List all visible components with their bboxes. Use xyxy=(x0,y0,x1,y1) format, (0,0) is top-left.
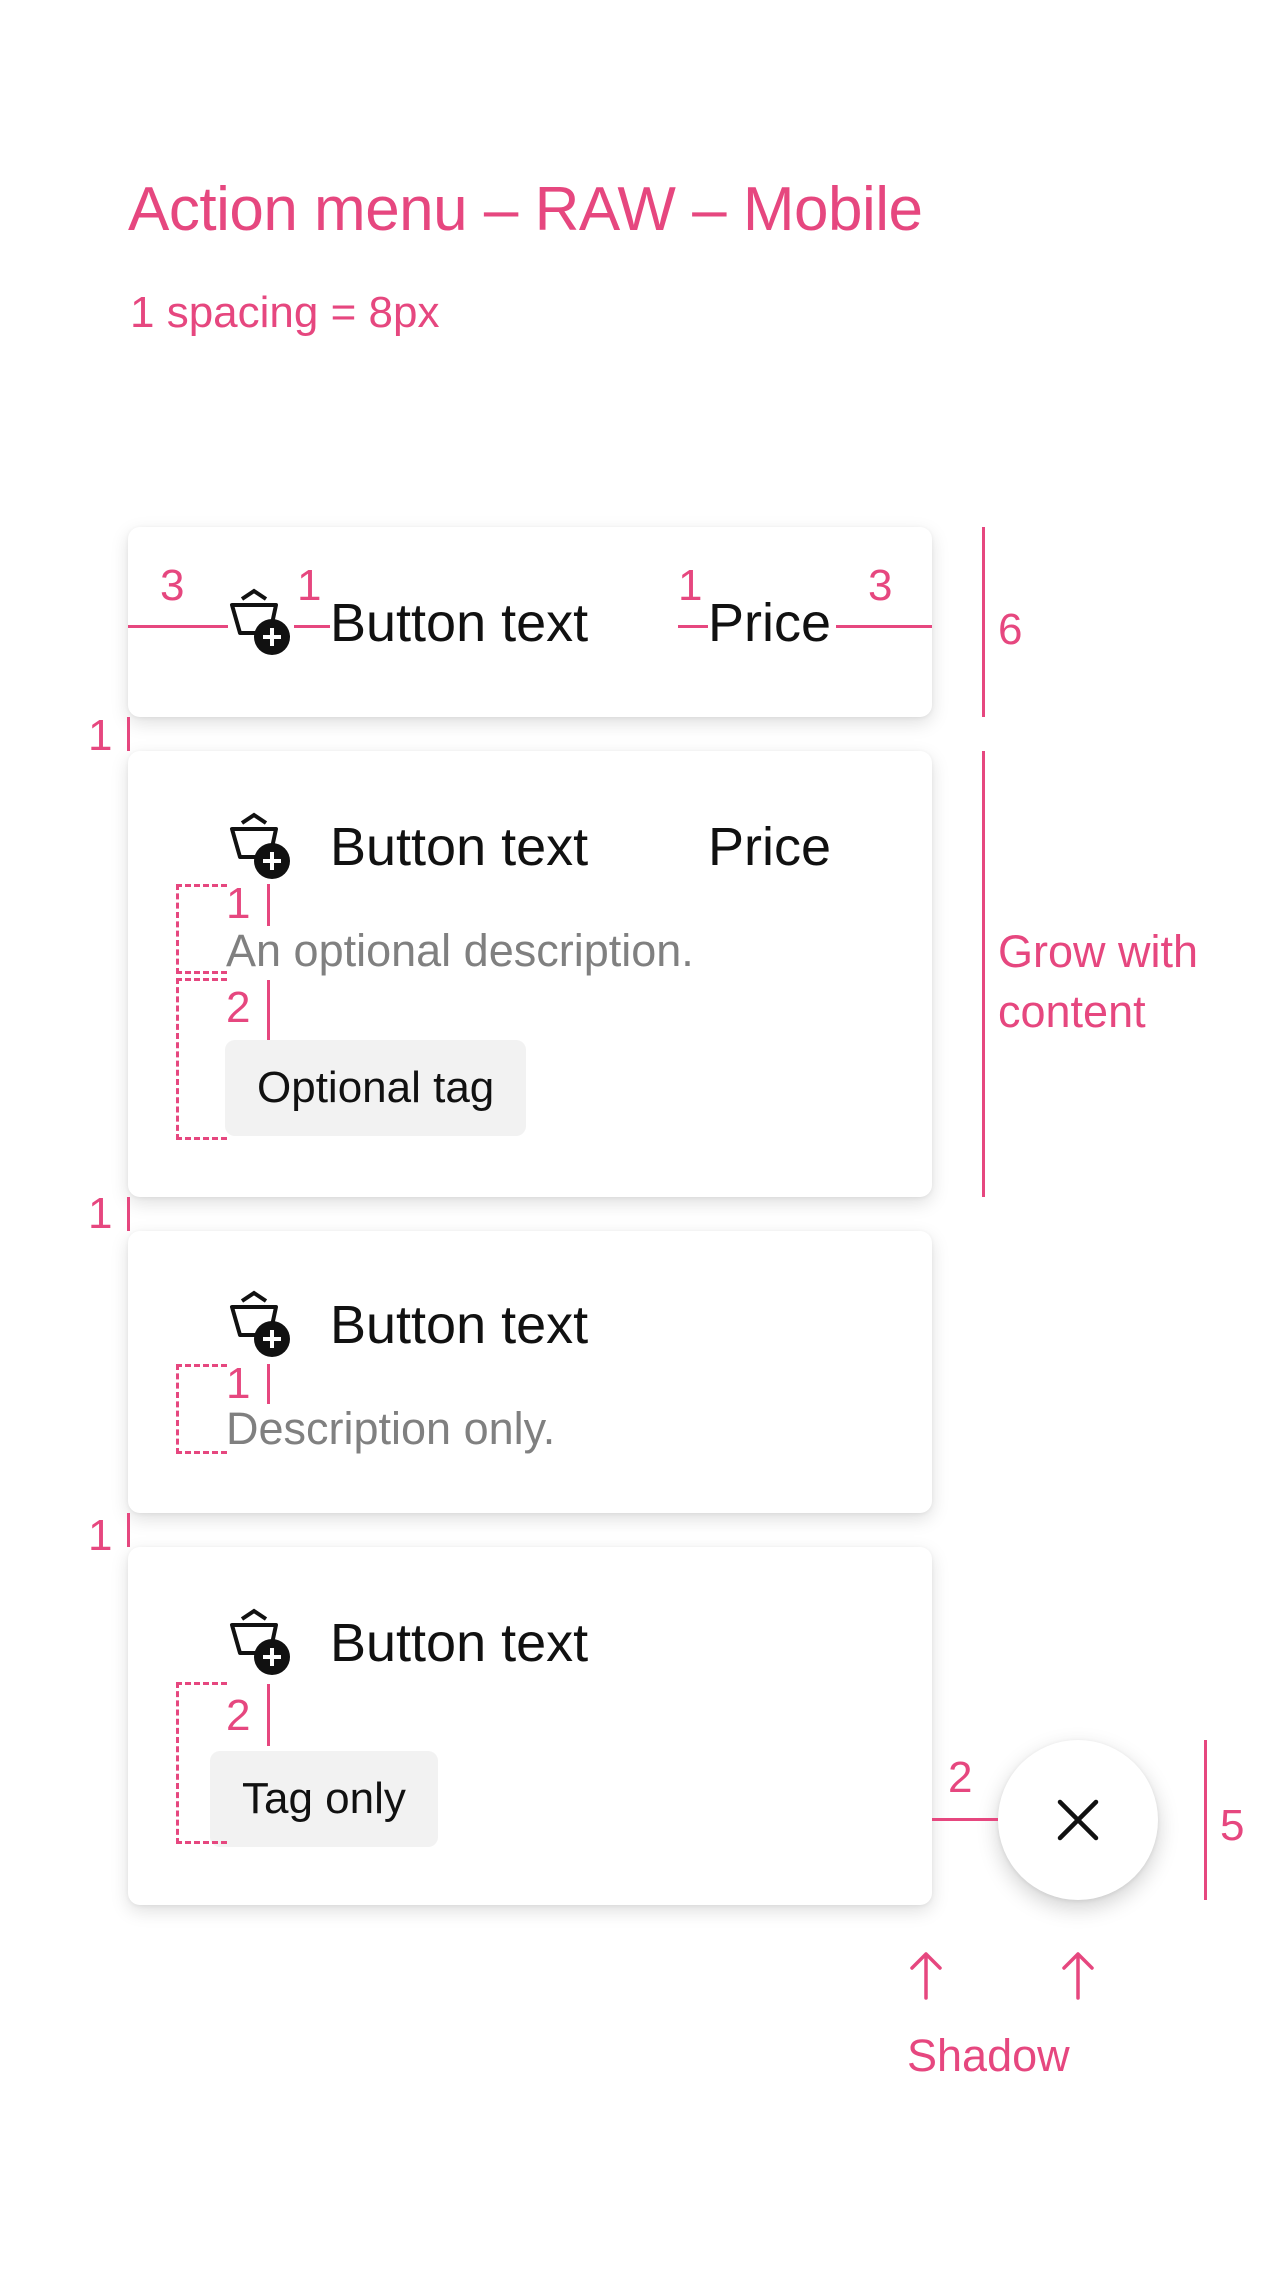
spacing-bracket xyxy=(176,1682,227,1844)
button-text: Button text xyxy=(330,1295,589,1355)
close-button[interactable] xyxy=(998,1740,1158,1900)
height-label: 5 xyxy=(1220,1801,1245,1850)
spacing-line xyxy=(267,1364,270,1404)
description: Description only. xyxy=(226,1403,556,1454)
gap-label: 1 xyxy=(88,711,113,760)
spacing-line xyxy=(678,625,708,628)
price: Price xyxy=(708,817,832,877)
spacing-bracket xyxy=(176,1364,227,1454)
spacing-label: 1 xyxy=(226,879,251,928)
spacing-label: 2 xyxy=(226,1691,251,1740)
spacing-bracket xyxy=(176,884,227,974)
spacing-line xyxy=(128,625,228,628)
gap-line xyxy=(127,1197,130,1231)
close-icon xyxy=(1057,1799,1099,1841)
basket-add-icon xyxy=(230,588,290,655)
tag: Tag only xyxy=(210,1751,438,1847)
price: Price xyxy=(708,593,832,653)
button-text: Button text xyxy=(330,1613,589,1673)
spacing-line xyxy=(836,625,932,628)
gap-label: 1 xyxy=(88,1511,113,1560)
basket-add-icon xyxy=(230,812,290,879)
spacing-label: 2 xyxy=(226,983,251,1032)
action-card-1[interactable]: Button text Price xyxy=(128,527,932,717)
spacing-line xyxy=(932,1818,998,1821)
button-text: Button text xyxy=(330,593,589,653)
height-line xyxy=(982,527,985,717)
spacing-line xyxy=(267,884,270,926)
gap-line xyxy=(127,1513,130,1547)
spacing-label: 1 xyxy=(226,1359,251,1408)
action-card-3[interactable]: Button text Description only. xyxy=(128,1231,932,1513)
action-card-2[interactable]: Button text Price An optional descriptio… xyxy=(128,751,932,1197)
optional-tag: Optional tag xyxy=(225,1040,527,1136)
shadow-label: Shadow xyxy=(907,2030,1070,2081)
height-line xyxy=(1204,1740,1207,1900)
height-label: 6 xyxy=(998,605,1023,654)
grow-label: Grow with content xyxy=(998,926,1199,1037)
spacing-line xyxy=(267,980,270,1040)
spacing-line xyxy=(267,1684,270,1746)
description: An optional description. xyxy=(226,925,694,976)
spacing-label: 1 xyxy=(297,561,322,610)
arrow-up-icon xyxy=(1062,1952,1094,2000)
spacing-label: 3 xyxy=(868,561,893,610)
gap-label: 1 xyxy=(88,1189,113,1238)
spacing-line xyxy=(294,625,330,628)
spacing-label: 1 xyxy=(678,561,703,610)
spacing-label: 3 xyxy=(160,561,185,610)
basket-add-icon xyxy=(230,1608,290,1675)
action-card-4[interactable]: Button text Tag only xyxy=(128,1547,932,1905)
basket-add-icon xyxy=(230,1290,290,1357)
button-text: Button text xyxy=(330,817,589,877)
spacing-label: 2 xyxy=(948,1753,973,1802)
height-line xyxy=(982,751,985,1197)
page-title: Action menu – RAW – Mobile xyxy=(128,175,923,244)
spacing-note: 1 spacing = 8px xyxy=(130,288,440,337)
gap-line xyxy=(127,717,130,751)
arrow-up-icon xyxy=(910,1952,942,2000)
spacing-bracket xyxy=(176,978,227,1140)
